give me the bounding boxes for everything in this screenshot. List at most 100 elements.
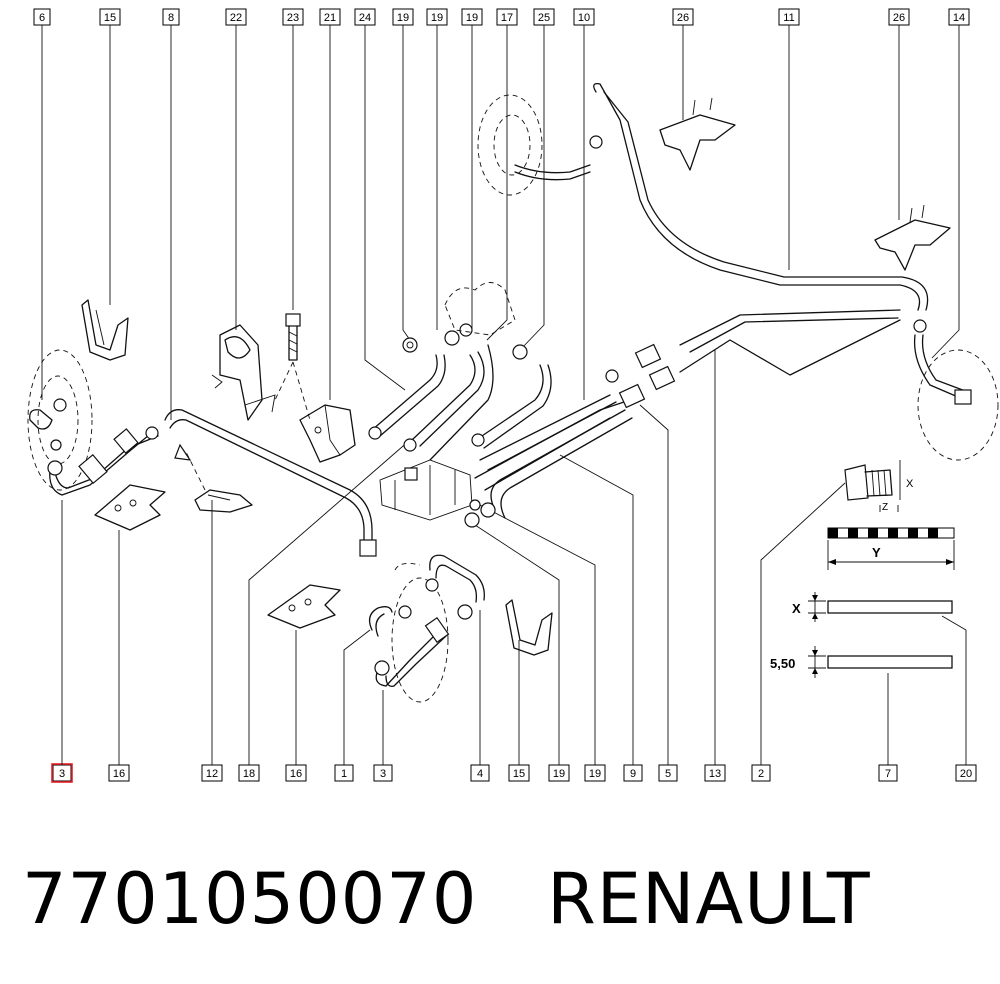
valve-bracket-22[interactable] [211,324,276,421]
shim-x-detail-20[interactable]: X [792,592,953,622]
pipe-bracket-26a[interactable] [659,97,736,171]
left-brake-hose[interactable] [47,426,159,496]
callout-top-19c[interactable]: 19 [461,8,483,26]
callout-bottom-1[interactable]: 1 [334,764,354,782]
callout-top-10[interactable]: 10 [573,8,595,26]
callout-top-6[interactable]: 6 [33,8,51,26]
svg-text:15: 15 [513,768,525,780]
svg-text:4: 4 [477,768,483,780]
svg-text:19: 19 [397,12,409,24]
mounting-bracket-21[interactable] [299,404,356,463]
svg-text:24: 24 [359,12,371,24]
rear-brake-hose-3[interactable] [374,616,450,687]
brake-pipe-8[interactable] [164,409,377,557]
brake-pipe-11[interactable] [589,83,929,333]
callout-bottom-5[interactable]: 5 [658,764,678,782]
callout-top-26b[interactable]: 26 [888,8,910,26]
callout-top-24[interactable]: 24 [354,8,376,26]
svg-text:3: 3 [380,768,386,780]
svg-text:26: 26 [677,12,689,24]
svg-text:21: 21 [324,12,336,24]
svg-text:16: 16 [113,768,125,780]
rear-brake-hose-14[interactable] [913,334,999,461]
brake-pipe-9[interactable] [474,399,633,519]
callout-bottom-4[interactable]: 4 [470,764,490,782]
svg-text:6: 6 [39,12,45,24]
bracket-16-right[interactable] [267,584,341,629]
callout-top-22[interactable]: 22 [225,8,247,26]
callout-top-17[interactable]: 17 [496,8,518,26]
bracket-16-left[interactable] [94,484,166,531]
callout-top-19a[interactable]: 19 [392,8,414,26]
svg-text:3: 3 [59,768,65,780]
callout-top-19b[interactable]: 19 [426,8,448,26]
svg-text:17: 17 [501,12,513,24]
svg-text:13: 13 [709,768,721,780]
svg-text:1: 1 [341,768,347,780]
svg-text:14: 14 [953,12,965,24]
callout-bottom-16a[interactable]: 16 [108,764,130,782]
fitting-19-a[interactable] [402,337,418,353]
svg-text:12: 12 [206,768,218,780]
brake-pipe-19-c[interactable] [403,344,494,461]
callout-top-14[interactable]: 14 [948,8,970,26]
left-bleed-fittings[interactable] [29,398,67,451]
svg-text:X: X [792,601,801,616]
brake-pipe-4[interactable] [425,554,485,620]
pipe-bracket-26b[interactable] [874,204,951,271]
brake-pipe-10[interactable] [479,394,617,471]
svg-text:20: 20 [960,768,972,780]
svg-text:X: X [906,478,914,490]
fittings-19-lower[interactable] [464,499,496,528]
callout-bottom-3b[interactable]: 3 [373,764,393,782]
callout-top-26a[interactable]: 26 [672,8,694,26]
svg-text:9: 9 [630,768,636,780]
callout-top-15[interactable]: 15 [99,8,121,26]
callout-bottom-19b[interactable]: 19 [584,764,606,782]
brake-pipe-24[interactable] [368,354,446,440]
pipe-length-y-detail: Y [827,527,955,570]
callout-bottom-9[interactable]: 9 [623,764,643,782]
pipe-clip-12[interactable] [174,443,253,513]
svg-text:19: 19 [466,12,478,24]
brake-pipe-25[interactable] [471,344,552,449]
callout-top-21[interactable]: 21 [319,8,341,26]
bleed-hose-1[interactable] [368,605,412,637]
part-number: 7701050070 [22,858,478,940]
callout-top-8[interactable]: 8 [162,8,180,26]
callout-bottom-19a[interactable]: 19 [548,764,570,782]
union-bolt-detail-2[interactable]: X Z [844,460,914,513]
hose-clip-15-top[interactable] [81,299,129,361]
shim-5-50-detail-7[interactable]: 5,50 [770,646,953,678]
callout-bottom-7[interactable]: 7 [878,764,898,782]
svg-text:Z: Z [882,502,888,513]
callout-bottom-3-highlighted[interactable]: 3 [51,763,73,783]
svg-text:2: 2 [758,768,764,780]
svg-text:19: 19 [553,768,565,780]
svg-text:19: 19 [431,12,443,24]
brand-name: RENAULT [547,858,871,940]
fitting-19-b[interactable] [444,323,473,346]
left-wheel-hub-outline [27,349,93,491]
svg-text:16: 16 [290,768,302,780]
hose-clip-15-bottom[interactable] [505,599,553,656]
brake-pipe-13[interactable] [679,309,901,376]
callout-bottom-20[interactable]: 20 [955,764,977,782]
svg-text:8: 8 [168,12,174,24]
svg-text:19: 19 [589,768,601,780]
union-fittings-5[interactable] [605,343,676,409]
svg-text:5,50: 5,50 [770,656,795,671]
callout-bottom-12[interactable]: 12 [201,764,223,782]
svg-text:22: 22 [230,12,242,24]
svg-text:23: 23 [287,12,299,24]
callout-bottom-15[interactable]: 15 [508,764,530,782]
svg-text:5: 5 [665,768,671,780]
callout-bottom-2[interactable]: 2 [751,764,771,782]
callout-bottom-16b[interactable]: 16 [285,764,307,782]
callout-top-11[interactable]: 11 [778,8,800,26]
callout-top-23[interactable]: 23 [282,8,304,26]
callout-bottom-13[interactable]: 13 [704,764,726,782]
callout-bottom-18[interactable]: 18 [238,764,260,782]
bolt-23[interactable] [274,313,311,421]
callout-top-25[interactable]: 25 [533,8,555,26]
